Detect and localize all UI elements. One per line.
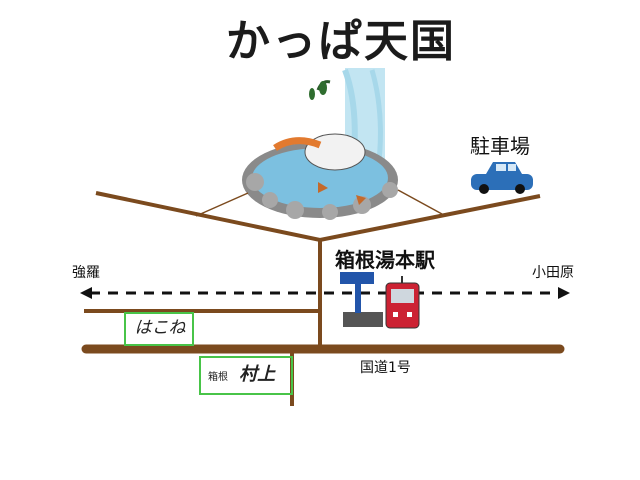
murakami-shop-name: 村上: [239, 364, 276, 385]
road-network: [81, 189, 565, 406]
station-label: 箱根湯本駅: [335, 248, 435, 272]
route-label: 国道1号: [360, 360, 411, 376]
hakone-shop-label: はこね: [134, 318, 186, 338]
page-title: かっぱ天国: [226, 16, 456, 67]
murakami-shop-prefix: 箱根: [208, 372, 228, 383]
right-direction-label: 小田原: [532, 265, 574, 281]
hot-spring-illustration: [242, 68, 398, 220]
right-arrow-icon: [558, 287, 570, 299]
murakami-shop-box: [199, 356, 293, 395]
train-icon: [385, 276, 420, 329]
murakami-shop-label: 箱根 村上: [200, 357, 292, 393]
railway-line: [80, 287, 570, 299]
taxi-icon: [471, 162, 533, 194]
left-direction-label: 強羅: [72, 265, 100, 281]
left-arrow-icon: [80, 287, 92, 299]
hakone-shop-box: [124, 312, 194, 346]
station-sign-icon: [340, 272, 383, 327]
parking-label: 駐車場: [470, 134, 530, 158]
